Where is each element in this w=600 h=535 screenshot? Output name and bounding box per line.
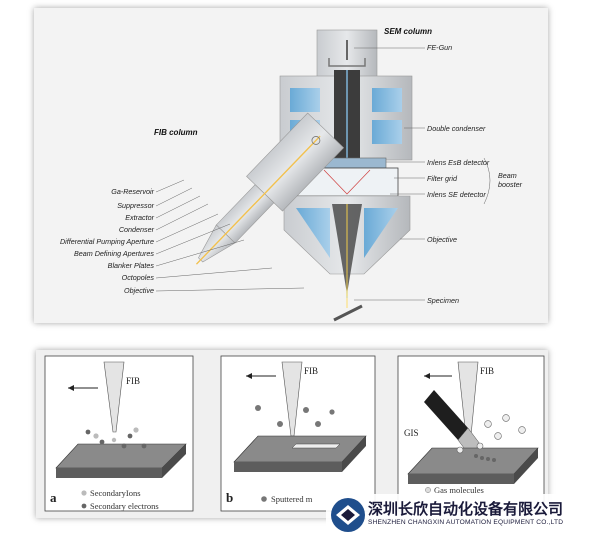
specimen-label: Specimen: [427, 296, 459, 305]
company-logo-icon: [331, 498, 365, 532]
differential-pumping-aperture-label: Differential Pumping Aperture: [60, 237, 154, 246]
company-name-en: SHENZHEN CHANGXIN AUTOMATION EQUIPMENT C…: [368, 519, 564, 526]
gas-molecules-legend: Gas molecules: [434, 485, 484, 495]
fib-label: FIB: [304, 366, 318, 376]
fib-process-diagrams: FIB a SecondaryIons Secondary electrons …: [44, 355, 545, 512]
fib-objective-label: Objective: [124, 286, 154, 295]
subpanel-letter-a: a: [50, 490, 57, 505]
gis-label: GIS: [404, 428, 419, 438]
company-name-cn: 深圳长欣自动化设备有限公司: [368, 500, 564, 518]
fib-column-body: [195, 112, 345, 265]
fib-column-title: FIB column: [154, 128, 198, 137]
subpanel-c: FIB GIS Gas molecules: [397, 355, 545, 512]
ga-reservoir-label: Ga-Reservoir: [111, 187, 154, 196]
secondary-ions-legend: SecondaryIons: [90, 488, 141, 498]
secondary-electrons-legend: Secondary electrons: [90, 501, 159, 511]
inlens-se-detector-label: Inlens SE detector: [427, 190, 486, 199]
fib-sem-schematic: SEM column FE-Gun Double condenser Inlen…: [60, 27, 523, 322]
double-condenser-label: Double condenser: [427, 124, 486, 133]
octopoles-label: Octopoles: [122, 273, 155, 282]
fib-process-panel: FIB a SecondaryIons Secondary electrons …: [36, 350, 548, 518]
beam-booster-label: Beam: [498, 171, 517, 180]
condenser-coil: [290, 88, 320, 112]
fib-label: FIB: [126, 376, 140, 386]
fib-label: FIB: [480, 366, 494, 376]
beam-booster-label: booster: [498, 180, 523, 189]
blanker-plates-label: Blanker Plates: [108, 261, 155, 270]
gis-nozzle-icon: [424, 390, 468, 440]
inlens-esb-detector-label: Inlens EsB detector: [427, 158, 490, 167]
sem-column-title: SEM column: [384, 27, 432, 36]
condenser-coil: [372, 120, 402, 144]
subpanel-letter-b: b: [226, 490, 233, 505]
extractor-label: Extractor: [125, 213, 154, 222]
company-logo: 深圳长欣自动化设备有限公司 SHENZHEN CHANGXIN AUTOMATI…: [326, 494, 600, 535]
subpanel-b: FIB b Sputtered m: [220, 355, 376, 512]
subpanel-a: FIB a SecondaryIons Secondary electrons: [44, 355, 194, 512]
sputtered-material-legend: Sputtered m: [271, 494, 313, 504]
suppressor-label: Suppressor: [117, 201, 154, 210]
beam-defining-apertures-label: Beam Defining Apertures: [74, 249, 154, 258]
objective-label: Objective: [427, 235, 457, 244]
condenser-label: Condenser: [119, 225, 155, 234]
filter-grid-label: Filter grid: [427, 174, 458, 183]
condenser-coil: [372, 88, 402, 112]
specimen: [333, 304, 363, 322]
fe-gun-label: FE-Gun: [427, 43, 452, 52]
fib-sem-schematic-panel: SEM column FE-Gun Double condenser Inlen…: [34, 8, 548, 323]
